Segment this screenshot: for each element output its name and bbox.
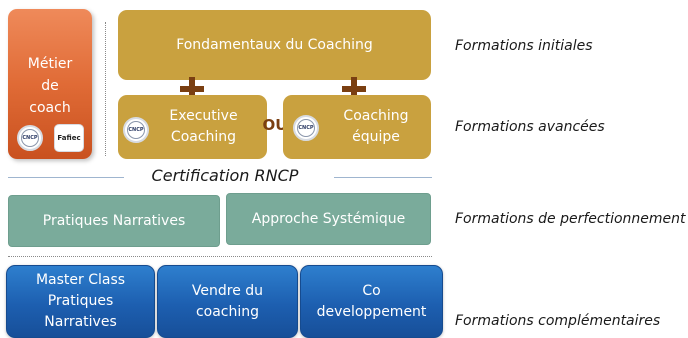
horizontal-separator: [8, 256, 432, 257]
co-developpement-label: Co developpement: [316, 282, 427, 320]
plus-icon-left: [180, 77, 204, 101]
executive-coaching-box: CNCP Executive Coaching: [118, 95, 267, 159]
certification-line-right: [334, 177, 432, 178]
cncp-badge-icon: CNCP: [17, 125, 43, 151]
fafiec-logo-icon: Fafiec: [54, 124, 84, 152]
master-class-label: Master Class Pratiques Narratives: [35, 272, 126, 330]
vendre-du-coaching-box: Vendre du coaching: [157, 265, 298, 338]
pratiques-narratives-box: Pratiques Narratives: [8, 195, 220, 247]
formations-complementaires-label: Formations complémentaires: [455, 313, 661, 329]
metier-de-coach-label: Métier de coach: [27, 56, 73, 116]
vendre-du-coaching-label: Vendre du coaching: [191, 282, 264, 320]
ou-label: OU: [262, 116, 288, 134]
cncp-badge-equipe-icon: CNCP: [293, 115, 319, 141]
pratiques-narratives-label: Pratiques Narratives: [42, 212, 186, 229]
fafiec-logo-text: Fafiec: [57, 133, 81, 142]
coaching-equipe-box: CNCP Coaching équipe: [283, 95, 431, 159]
cncp-badge-executive-icon: CNCP: [123, 117, 149, 143]
executive-coaching-label: Executive Coaching: [169, 108, 238, 145]
master-class-box: Master Class Pratiques Narratives: [6, 265, 155, 338]
formations-perfectionnement-label: Formations de perfectionnement: [455, 211, 686, 227]
cncp-badge-executive-text: CNCP: [128, 126, 144, 133]
metier-de-coach-box: Métier de coach CNCP Fafiec: [8, 9, 92, 159]
vertical-separator: [105, 22, 106, 156]
approche-systemique-box: Approche Systémique: [226, 193, 431, 245]
certification-line-left: [8, 177, 124, 178]
cncp-badge-equipe-text: CNCP: [298, 124, 314, 131]
formations-avancees-label: Formations avancées: [455, 119, 605, 135]
certification-label: Certification RNCP: [151, 166, 299, 185]
fondamentaux-label: Fondamentaux du Coaching: [176, 36, 373, 53]
fondamentaux-box: Fondamentaux du Coaching: [118, 10, 431, 80]
approche-systemique-label: Approche Systémique: [251, 210, 406, 227]
coaching-equipe-label: Coaching équipe: [343, 108, 409, 145]
plus-icon-right: [342, 77, 366, 101]
formations-initiales-label: Formations initiales: [455, 38, 593, 54]
co-developpement-box: Co developpement: [300, 265, 443, 338]
cncp-badge-text: CNCP: [22, 134, 38, 141]
